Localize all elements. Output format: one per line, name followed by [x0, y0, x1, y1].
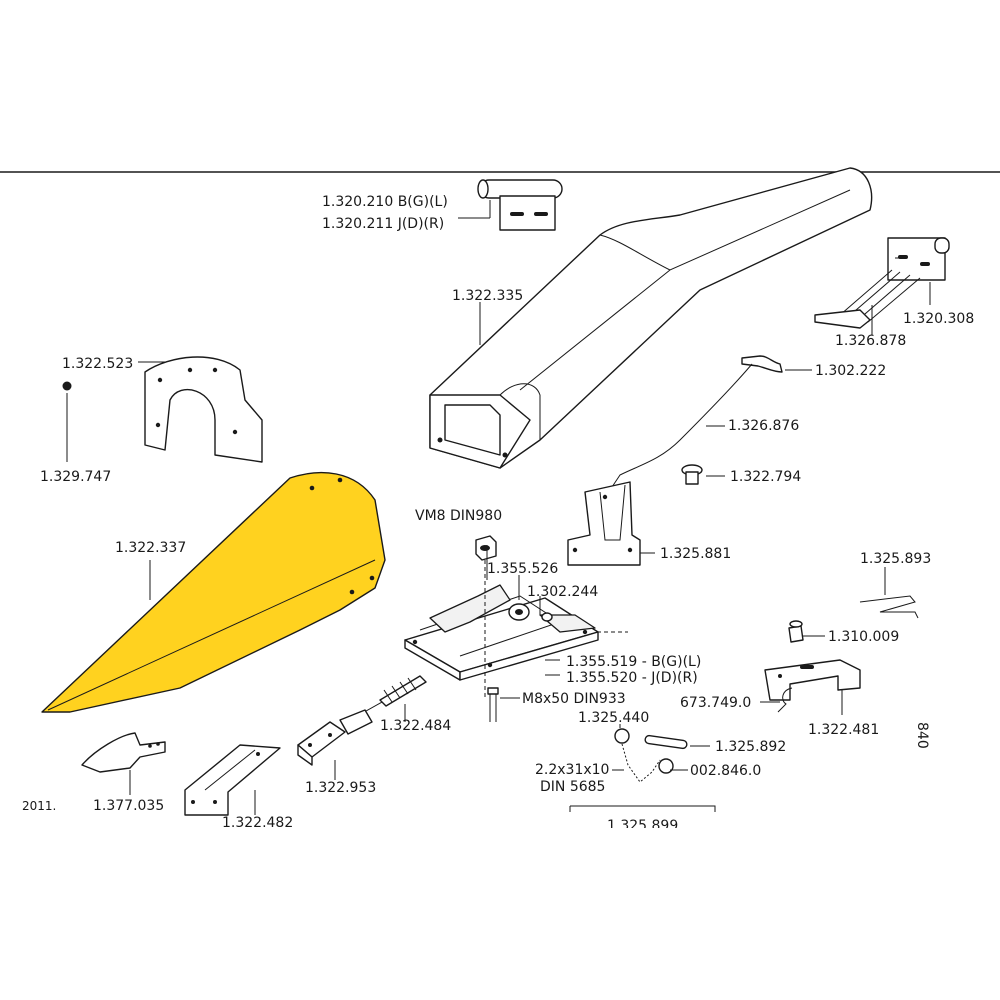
- label-1-325-881: 1.325.881: [660, 546, 731, 562]
- year-label: 2011.: [22, 799, 56, 813]
- label-1-320-211: 1.320.211 J(D)(R): [322, 216, 444, 232]
- chain-part: [614, 728, 674, 783]
- cable-clip-part: [741, 355, 783, 373]
- label-1-325-893: 1.325.893: [860, 551, 931, 567]
- leader-lines: [66, 200, 931, 815]
- bolt-part: [487, 687, 499, 722]
- latch-bracket-part: [764, 659, 861, 701]
- label-1-355-519: 1.355.519 - B(G)(L): [566, 654, 701, 670]
- label-1-322-523: 1.322.523: [62, 356, 133, 372]
- label-din-5685: DIN 5685: [540, 779, 605, 795]
- label-1-326-878: 1.326.878: [835, 333, 906, 349]
- label-1-329-747: 1.329.747: [40, 469, 111, 485]
- label-1-322-337: 1.322.337: [115, 540, 186, 556]
- nut-part: [475, 535, 497, 561]
- label-1-377-035: 1.377.035: [93, 798, 164, 814]
- label-1-310-009: 1.310.009: [828, 629, 899, 645]
- label-1-302-222: 1.302.222: [815, 363, 886, 379]
- pin-bracket-part: [477, 179, 563, 231]
- pin-part: [541, 612, 553, 622]
- label-673-749-0: 673.749.0: [680, 695, 751, 711]
- dot-marker-icon: [62, 381, 72, 391]
- skid-part: [81, 732, 166, 773]
- label-vm8-din980: VM8 DIN980: [415, 508, 502, 524]
- label-1-326-876: 1.326.876: [728, 418, 799, 434]
- plug-part: [681, 464, 703, 485]
- spring-clip-part: [859, 595, 919, 619]
- bottom-crop-mask: [560, 828, 760, 868]
- label-1-355-526: 1.355.526: [487, 561, 558, 577]
- cover-plate-part: [144, 356, 263, 463]
- label-m8x50-din933: M8x50 DIN933: [522, 691, 626, 707]
- rod-bracket-part: [814, 237, 950, 329]
- label-2-2x31x10: 2.2x31x10: [535, 762, 609, 778]
- label-1-322-953: 1.322.953: [305, 780, 376, 796]
- spring-rod-part: [349, 675, 427, 721]
- label-002-846-0: 002.846.0: [690, 763, 761, 779]
- rod-pin-part: [644, 734, 688, 750]
- cable-part: [609, 363, 753, 491]
- label-1-320-210: 1.320.210 B(G)(L): [322, 194, 448, 210]
- page-code: 840: [914, 722, 930, 749]
- clevis-part: [297, 709, 373, 766]
- label-1-302-244: 1.302.244: [527, 584, 598, 600]
- label-1-322-482: 1.322.482: [222, 815, 293, 831]
- mount-bracket-part: [567, 481, 641, 566]
- highlighted-part-crease: [47, 559, 376, 711]
- r-clip-part: [777, 687, 793, 713]
- label-1-322-335: 1.322.335: [452, 288, 523, 304]
- label-1-325-892: 1.325.892: [715, 739, 786, 755]
- highlighted-divider-part: [41, 471, 386, 713]
- label-1-325-440: 1.325.440: [578, 710, 649, 726]
- hood-cover-part: [429, 167, 873, 469]
- label-1-322-794: 1.322.794: [730, 469, 801, 485]
- support-bracket-part: [184, 744, 281, 816]
- label-1-322-484: 1.322.484: [380, 718, 451, 734]
- label-1-322-481: 1.322.481: [808, 722, 879, 738]
- label-1-320-308: 1.320.308: [903, 311, 974, 327]
- group-bracket-line: [569, 805, 716, 812]
- bushing-part: [508, 603, 530, 621]
- knob-part: [788, 620, 804, 643]
- label-1-355-520: 1.355.520 - J(D)(R): [566, 670, 698, 686]
